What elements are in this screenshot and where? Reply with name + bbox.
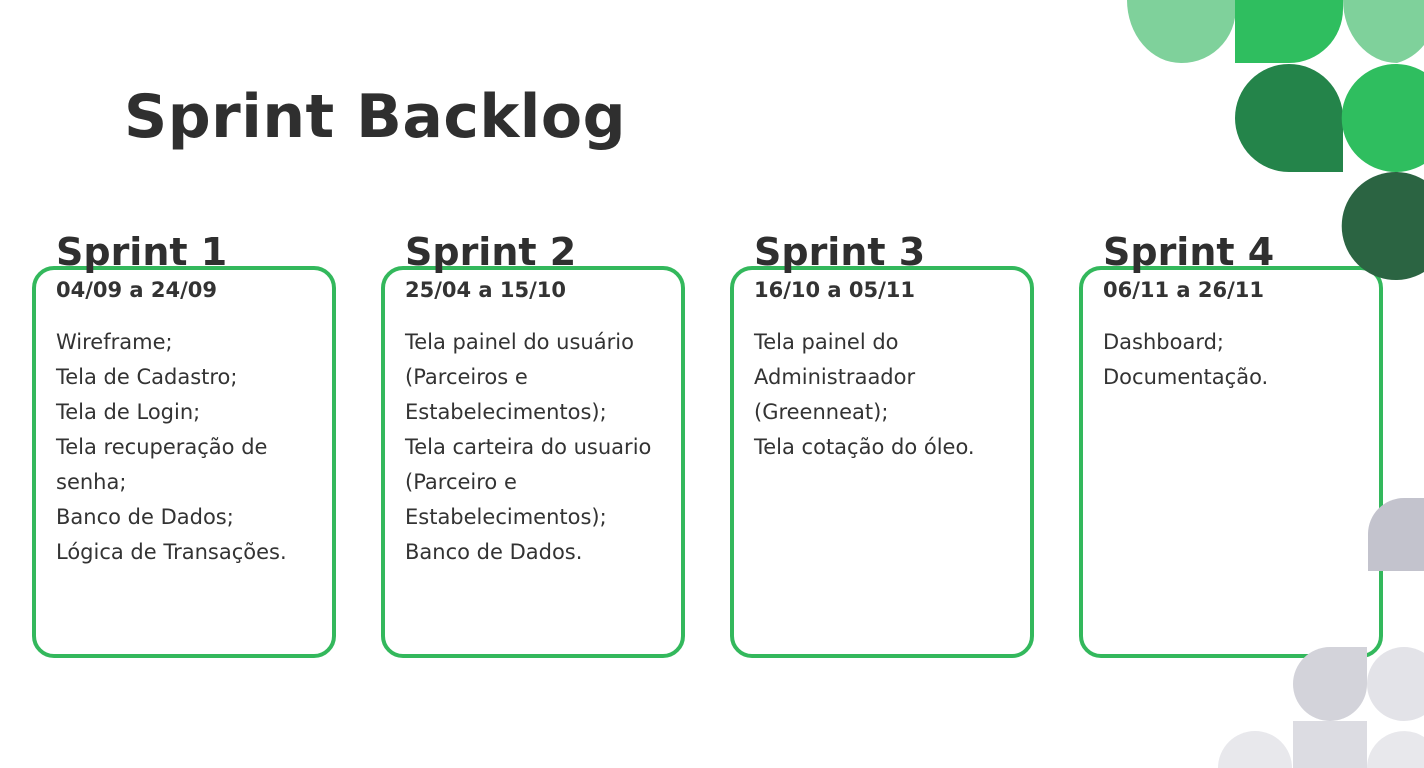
decorative-shape	[1341, 171, 1424, 280]
decorative-shape	[1293, 647, 1367, 721]
list-item: Tela cotação do óleo.	[754, 435, 975, 459]
list-item: (Parceiro e	[405, 470, 517, 494]
decorative-shape	[1367, 731, 1424, 768]
decorative-shape	[1367, 647, 1424, 721]
sprint-card-border	[32, 266, 336, 658]
list-item: Tela carteira do usuario	[405, 435, 652, 459]
sprint-items: Wireframe; Tela de Cadastro; Tela de Log…	[56, 325, 326, 570]
sprint-card-border	[730, 266, 1034, 658]
sprint-heading: Sprint 2	[405, 230, 577, 274]
sprint-items: Tela painel do usuário (Parceiros e Esta…	[405, 325, 675, 570]
list-item: Tela painel do usuário	[405, 330, 634, 354]
decorative-shape	[1127, 0, 1236, 64]
decorative-shape	[1293, 721, 1367, 768]
list-item: Banco de Dados.	[405, 540, 583, 564]
sprint-items: Dashboard; Documentação.	[1103, 325, 1373, 395]
decorative-shape	[1218, 731, 1292, 768]
decorative-shape	[1341, 64, 1424, 172]
sprint-dates: 04/09 a 24/09	[56, 278, 218, 302]
sprint-card-border	[1079, 266, 1383, 658]
list-item: Banco de Dados;	[56, 505, 234, 529]
list-item: Tela recuperação de	[56, 435, 268, 459]
list-item: Administraador	[754, 365, 916, 389]
sprint-dates: 16/10 a 05/11	[754, 278, 916, 302]
decorative-shape	[1235, 0, 1343, 63]
list-item: Tela painel do	[754, 330, 899, 354]
list-item: senha;	[56, 470, 127, 494]
list-item: Estabelecimentos);	[405, 400, 607, 424]
list-item: Wireframe;	[56, 330, 173, 354]
list-item: (Greenneat);	[754, 400, 889, 424]
decorative-shape	[1235, 64, 1343, 172]
slide-title: Sprint Backlog	[124, 82, 627, 152]
sprint-items: Tela painel do Administraador (Greenneat…	[754, 325, 1024, 465]
sprint-dates: 06/11 a 26/11	[1103, 278, 1265, 302]
sprint-dates: 25/04 a 15/10	[405, 278, 567, 302]
list-item: Documentação.	[1103, 365, 1269, 389]
list-item: Estabelecimentos);	[405, 505, 607, 529]
list-item: Dashboard;	[1103, 330, 1225, 354]
list-item: Tela de Login;	[56, 400, 201, 424]
sprint-card-border	[381, 266, 685, 658]
list-item: Lógica de Transações.	[56, 540, 287, 564]
list-item: Tela de Cadastro;	[56, 365, 238, 389]
sprint-heading: Sprint 4	[1103, 230, 1275, 274]
list-item: (Parceiros e	[405, 365, 528, 389]
sprint-heading: Sprint 1	[56, 230, 228, 274]
sprint-heading: Sprint 3	[754, 230, 926, 274]
decorative-shape	[1343, 0, 1424, 63]
